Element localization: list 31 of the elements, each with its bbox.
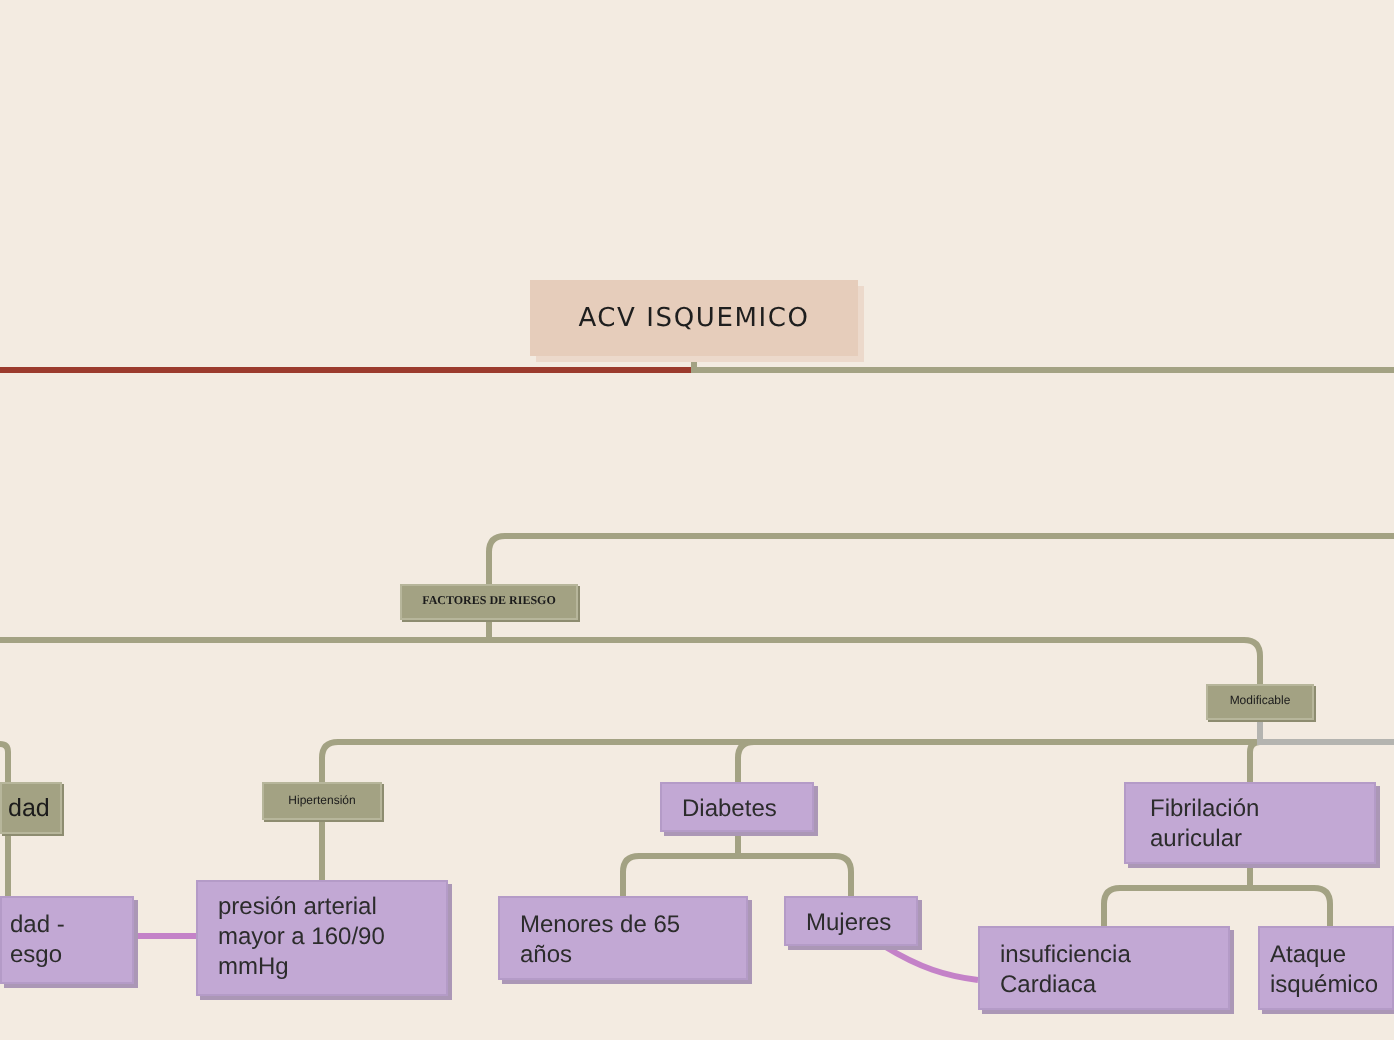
connector-line [134,933,196,939]
connector-line [319,820,325,880]
topic-text: Ataque isquémico [1270,940,1381,1000]
topic-text: insuficiencia Cardiaca [1000,940,1133,1000]
connector-line [486,620,1263,684]
topic-box [784,896,918,946]
title-box [530,280,858,356]
topic-box [1124,782,1376,864]
topic-text: Mujeres [806,908,892,938]
connector-line [5,834,11,896]
connector-line [691,356,1394,373]
topic-text: presión arterial mayor a 160/90 mmHg [218,892,387,982]
topic-text: dad - esgo [10,910,67,970]
topic-box [0,896,134,984]
topic-box [660,782,814,832]
title-text: ACV ISQUEMICO [578,303,810,333]
topic-box [498,896,748,980]
tag-text: dad [8,794,50,822]
category-tag [0,782,62,834]
connector-line [486,533,1394,584]
connector-line [0,741,11,782]
category-tag [1206,684,1314,720]
category-tag [400,584,578,620]
topic-box [196,880,448,996]
topic-box [1258,926,1394,1010]
connector-line [1257,720,1394,745]
topic-text: Menores de 65 años [520,910,683,970]
category-tag [262,782,382,820]
topic-text: Fibrilación auricular [1150,794,1262,854]
topic-text: Diabetes [682,794,777,824]
topic-box [978,926,1230,1010]
